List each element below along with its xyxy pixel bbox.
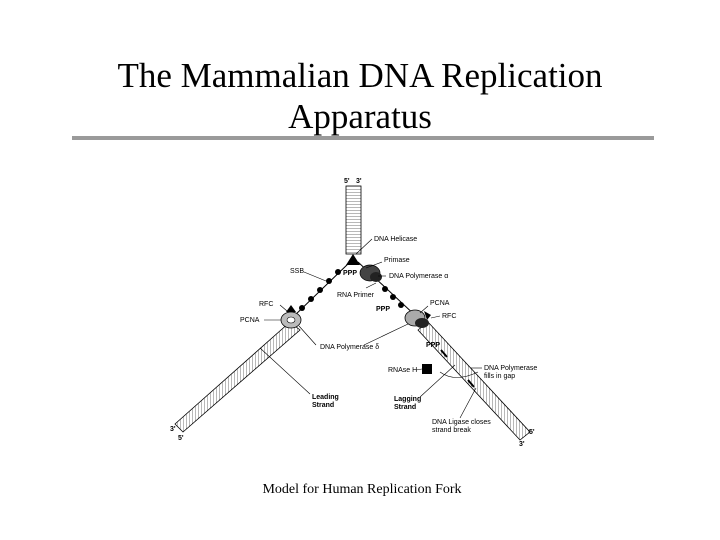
dna-polymerase-fills-label-1: DNA Polymerase (484, 365, 537, 372)
rna-primer-label: RNA Primer (337, 292, 375, 299)
lagging-strand-label-1: Lagging (394, 396, 421, 403)
dna-helicase-label: DNA Helicase (374, 236, 417, 243)
title-divider (72, 136, 654, 140)
dna-polymerase-alpha-label: DNA Polymerase α (389, 273, 448, 280)
dna-polymerase-fills-label-2: fills in gap (484, 373, 515, 380)
leading-strand-label-1: Leading (312, 394, 339, 401)
lagging-strand-label-2: Strand (394, 404, 416, 411)
slide-title-line-2: Apparatus (288, 97, 432, 136)
leading-strand-label-2: Strand (312, 402, 334, 409)
leading-strand-duplex (174, 321, 301, 433)
lagging-pcna-complex (404, 309, 431, 328)
primase-label: Primase (384, 257, 410, 264)
ppp-top-label: PPP (343, 270, 357, 277)
dna-helicase-shape (346, 254, 360, 265)
pcna-right-label: PCNA (430, 300, 450, 307)
left-5prime-label: 5' (178, 435, 184, 442)
leader-lines (259, 238, 482, 419)
right-3prime-label: 3' (519, 441, 525, 448)
ppp-low-label: PPP (426, 342, 440, 349)
top-5prime-label: 5' (344, 178, 350, 185)
rnase-h-label: RNAse H (388, 367, 417, 374)
parental-duplex (345, 185, 362, 255)
top-3prime-label: 3' (356, 178, 362, 185)
rna-primer-stubs (440, 349, 475, 388)
dna-polymerase-delta-label: DNA Polymerase δ (320, 344, 379, 351)
ssb-beads (299, 269, 404, 311)
pol-alpha-primase-complex (359, 264, 382, 282)
slide-title-line-1: The Mammalian DNA Replication (117, 56, 603, 95)
pcna-left-label: PCNA (240, 317, 260, 324)
figure-caption: Model for Human Replication Fork (262, 482, 462, 497)
rnase-h-shape (422, 364, 432, 374)
ppp-mid-label: PPP (376, 306, 390, 313)
rfc-right-label: RFC (442, 313, 456, 320)
right-5prime-label: 5' (529, 429, 535, 436)
ssb-label: SSB (290, 268, 304, 275)
dna-ligase-label-2: strand break (432, 427, 471, 434)
left-3prime-label: 3' (170, 426, 176, 433)
rfc-left-label: RFC (259, 301, 273, 308)
dna-ligase-label-1: DNA Ligase closes (432, 419, 491, 426)
